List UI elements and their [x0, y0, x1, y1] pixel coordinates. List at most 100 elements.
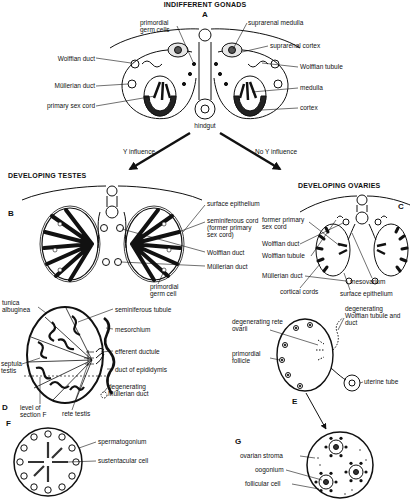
seminiferous-cord-section-part	[45, 487, 51, 493]
part-label: Wolffian duct	[207, 249, 262, 256]
indifferent-gonad-half-part	[192, 62, 195, 65]
part-label: mesorchium	[115, 326, 175, 333]
panel-letter: C	[398, 203, 410, 212]
ovary-cortex-section-part-part	[319, 489, 322, 492]
developing-testis-half-part	[42, 208, 98, 280]
leader-lines-e	[270, 318, 363, 383]
developing-testis-half-part	[53, 248, 57, 252]
testis-section	[24, 307, 114, 403]
part-label: level of section F	[20, 404, 56, 418]
panel-letter: E	[292, 398, 304, 407]
testis-section-part	[28, 308, 92, 402]
leader-lines-d	[22, 307, 113, 410]
midline-structures-part	[199, 29, 211, 41]
panel-heading: INDIFFERENT GONADS	[155, 1, 255, 9]
part-label: Wolffian tubule	[300, 63, 370, 70]
part-label: primary sex cord	[30, 102, 95, 109]
indifferent-gonad-half	[110, 29, 199, 119]
developing-ovary-half	[300, 196, 357, 284]
indifferent-gonad-half-part	[144, 96, 176, 116]
leader-lines-b-part	[183, 205, 205, 232]
part-label: rete testis	[62, 410, 102, 417]
ovary-section	[277, 318, 360, 429]
testis-section-part	[72, 316, 80, 335]
ovary-section-part	[308, 323, 313, 328]
leader-lines-e-part	[338, 318, 344, 330]
testis-section-part	[96, 348, 104, 364]
midline-structures-part	[195, 99, 215, 119]
leader-lines-a-part	[96, 58, 131, 63]
midline-structures-b-part	[106, 206, 118, 218]
developing-ovary-half-part	[357, 205, 358, 212]
ovary-cortex-section-part-part	[359, 449, 360, 450]
ovary-section-part	[299, 385, 301, 387]
seminiferous-cord-section-part	[69, 445, 75, 451]
part-label: degenerating Müllerian duct	[108, 383, 166, 397]
seminiferous-cord-section-part	[21, 445, 27, 451]
ovary-section-part	[333, 318, 343, 350]
panel-letter: B	[8, 210, 20, 219]
midline-structures-b	[106, 186, 118, 218]
panel-letter: D	[2, 404, 14, 413]
ovary-cortex-section-part-part	[349, 479, 352, 482]
seminiferous-cord-section-part	[69, 473, 75, 479]
ovary-cortex-section-part	[329, 440, 343, 454]
part-label: Müllerian duct	[262, 272, 310, 279]
ovary-cortex-section-part-part	[349, 462, 352, 465]
developing-testis-half-part	[103, 259, 110, 266]
leader-lines-a-part	[96, 96, 155, 106]
indifferent-gonad-half-part	[128, 80, 136, 88]
part-label: mesovarium	[350, 278, 395, 285]
developing-ovary-half-part	[316, 224, 350, 276]
ovary-section-part	[286, 373, 291, 378]
developing-testis-half-part	[58, 268, 62, 272]
leader-lines-a-part	[177, 26, 193, 62]
ovary-cortex-section-part-part	[344, 493, 345, 494]
ovary-cortex-section-part-part	[364, 470, 367, 473]
leader-lines-e-part	[270, 330, 318, 345]
part-label: septula testis	[1, 360, 27, 374]
seminiferous-cord-section-part	[31, 484, 37, 490]
ovary-cortex-section-part-part	[329, 489, 332, 492]
ovary-section-part	[283, 343, 288, 348]
ovary-cortex-section-part-part	[317, 457, 318, 458]
ovary-cortex-section-part-part	[324, 445, 327, 448]
part-label: medulla	[300, 84, 350, 91]
leader-lines-d-part	[106, 328, 113, 329]
part-label: Wolffian tubule	[262, 252, 310, 259]
part-label: suprarenal medulla	[248, 19, 323, 26]
indifferent-gonad-half-part	[175, 47, 182, 54]
leader-lines-d-part	[40, 377, 41, 404]
midline-structures-part	[201, 105, 209, 113]
leader-lines-e-part	[270, 358, 280, 360]
ovary-section-part	[344, 375, 360, 391]
ovary-cortex-section-part-part	[319, 464, 320, 465]
developing-ovary-half	[367, 196, 410, 284]
ovary-cortex-section-part	[319, 475, 333, 489]
ovary-cortex-section-part-part	[334, 480, 337, 483]
leader-lines-d-part	[107, 369, 113, 370]
ovary-section-part	[284, 344, 286, 346]
part-label: uterine tube	[364, 378, 409, 385]
part-label: primordial germ cell	[150, 283, 195, 297]
developing-testis-half-part	[107, 196, 108, 207]
part-label: degenerating Wolffian tubule and duct	[345, 305, 407, 326]
part-label: Müllerian duct	[207, 263, 262, 270]
part-label: tunica albuginea	[2, 299, 42, 313]
leader-lines-b-part	[122, 229, 205, 252]
ovary-cortex-section-part-part	[344, 445, 347, 448]
indifferent-gonad-half-part	[142, 61, 162, 67]
part-label: cortical cords	[280, 288, 330, 295]
leader-lines-c-part	[300, 264, 320, 288]
developing-testis-half	[22, 186, 110, 282]
leader-lines-c-part	[305, 276, 346, 281]
leader-lines-a-part	[262, 108, 298, 110]
panel-letter: F	[6, 420, 18, 429]
seminiferous-cord-section-part	[59, 484, 65, 490]
ovary-section-part	[306, 393, 326, 429]
midline-structures-c-part	[357, 195, 367, 205]
part-label: ovarian stroma	[240, 452, 300, 459]
ovary-section-part	[287, 374, 289, 376]
